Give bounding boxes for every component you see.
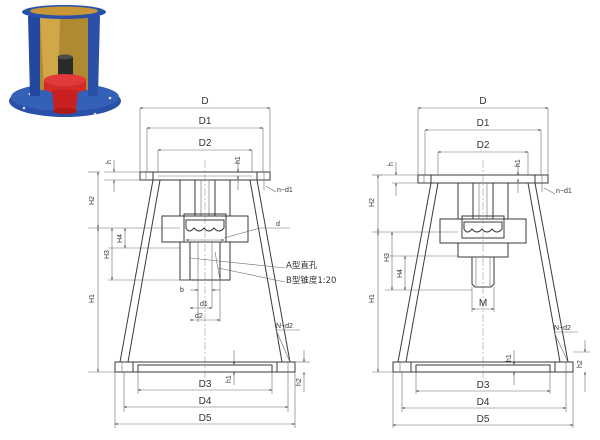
dim-h2-left: h2 (296, 378, 303, 386)
dim-D4-right: D4 (477, 397, 490, 408)
dim-d2-left: d2 (195, 313, 203, 320)
dim-h2-right: h2 (577, 360, 584, 368)
dim-D1-left: D1 (199, 116, 212, 127)
dim-M-right: M (479, 298, 487, 309)
dim-H1-left: H1 (89, 294, 96, 303)
dim-H2-left: H2 (89, 196, 96, 205)
dim-D1-right: D1 (477, 118, 490, 129)
dim-h-right: h (388, 162, 395, 166)
dim-D5-right: D5 (477, 414, 490, 425)
dim-D2-right: D2 (477, 140, 490, 151)
note-a-type-straight-bore: A型直孔 (286, 260, 318, 271)
dim-h1-bottom-right: h1 (506, 354, 513, 362)
product-photo (9, 5, 121, 117)
dim-h1-left: h1 (235, 156, 242, 164)
dim-h1-right: h1 (515, 159, 522, 167)
note-n-d1-left: n−d1 (277, 187, 293, 194)
note-b-type-taper: B型锥度1:20 (286, 275, 336, 286)
dim-D3-right: D3 (477, 380, 490, 391)
note-d-left: d (276, 221, 280, 228)
note-N-d2-left: N−d2 (276, 323, 293, 330)
dim-d1-left: d1 (200, 301, 208, 308)
dim-D-left: D (201, 96, 208, 107)
dim-H1-right: H1 (369, 294, 376, 303)
dim-h1-bottom-left: h1 (226, 375, 233, 383)
dim-b-left: b (180, 287, 184, 294)
dim-h-left: h (106, 160, 113, 164)
note-N-d2-right: N−d2 (554, 325, 571, 332)
dim-D3-left: D3 (199, 379, 212, 390)
dim-D-right: D (479, 96, 486, 107)
drawing-type-threaded: D D1 D2 h h1 n−d1 H2 H1 H3 (369, 96, 590, 428)
dim-H4-right: H4 (397, 269, 404, 278)
dim-D5-left: D5 (199, 413, 212, 424)
dim-H4-left: H4 (117, 234, 124, 243)
dim-H3-right: H3 (384, 253, 391, 262)
dim-H2-right: H2 (369, 198, 376, 207)
note-n-d1-right: n−d1 (556, 188, 572, 195)
dim-D4-left: D4 (199, 396, 212, 407)
drawing-type-a-b: D D1 D2 h h1 n−d1 H2 H1 H4 (88, 96, 336, 428)
dim-D2-left: D2 (199, 138, 212, 149)
dim-H3-left: H3 (104, 250, 111, 259)
